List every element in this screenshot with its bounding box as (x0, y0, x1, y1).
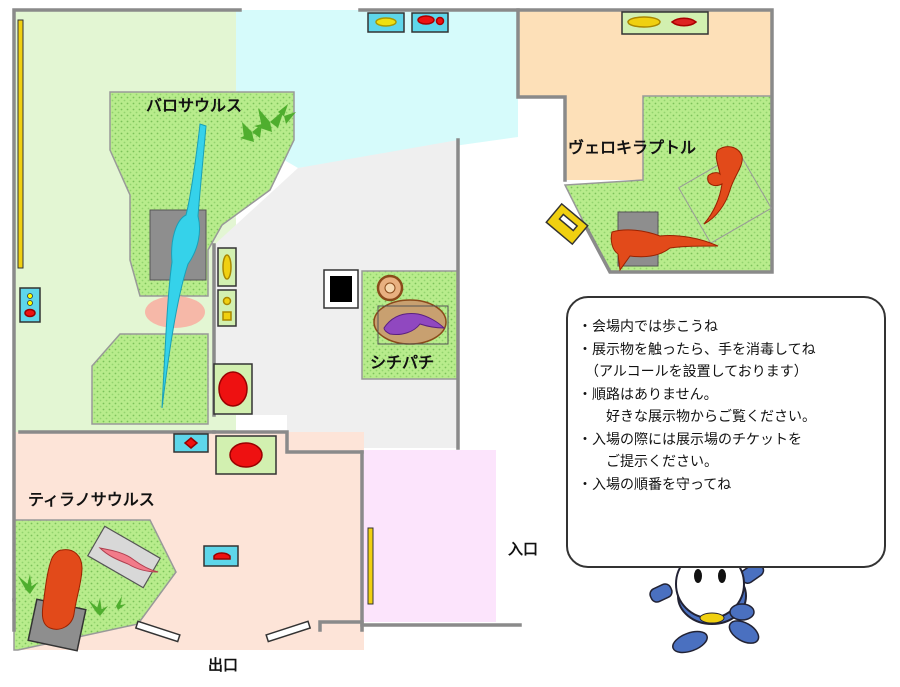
exit-door-left (134, 620, 181, 643)
walls (12, 8, 774, 632)
label-velociraptor: ヴェロキラプトル (568, 138, 697, 157)
notice-line: ・順路はありません。 (578, 386, 718, 403)
barosaurus-figure (161, 123, 207, 409)
notice-list: ・会場内では歩こうね ・展示物を触ったら、手を消毒してね （アルコールを設置して… (568, 298, 884, 496)
zone-pink (362, 450, 496, 622)
shichipachi-display-frame (377, 305, 449, 345)
fern-plant-icon (18, 574, 126, 616)
velociraptor-display-frame (678, 152, 772, 244)
label-shichipachi: シチパチ (370, 353, 435, 372)
yellow-panel-left (17, 19, 24, 269)
tyrannosaurus-figure (41, 549, 83, 630)
notice-line: ・入場の順番を守ってね (578, 476, 732, 493)
notice-line: ・会場内では歩こうね (578, 319, 718, 335)
yellow-panel-pink (367, 527, 374, 605)
palm-plant-icon (240, 104, 296, 142)
notice-line: ・展示物を触ったら、手を消毒してね (578, 341, 816, 358)
label-tyrannosaurus: ティラノサウルス (28, 490, 155, 509)
exit-door-right (265, 620, 312, 643)
zone-cyan (236, 10, 518, 168)
notice-line: ・入場の際には展示場のチケットを (578, 431, 802, 448)
notice-box: ・会場内では歩こうね ・展示物を触ったら、手を消毒してね （アルコールを設置して… (566, 296, 886, 568)
shichipachi-figure (383, 313, 446, 335)
label-exit: 出口 (208, 656, 239, 674)
barosaurus-lower-grass (91, 333, 209, 425)
label-barosaurus: バロサウルス (146, 96, 243, 115)
velociraptor-figure-1 (703, 146, 743, 225)
notice-line: （アルコールを設置しております） (578, 364, 808, 380)
exit-doors (134, 620, 312, 643)
notice-line: 好きな展示物からご覧ください。 (578, 409, 816, 425)
velociraptor-figure-2 (610, 229, 719, 272)
notice-line: ご提示ください。 (578, 454, 718, 470)
zone-orange (518, 10, 772, 180)
tyrannosaurus-skeleton (98, 547, 159, 573)
display-cases (19, 11, 709, 567)
label-entrance: 入口 (508, 540, 539, 558)
